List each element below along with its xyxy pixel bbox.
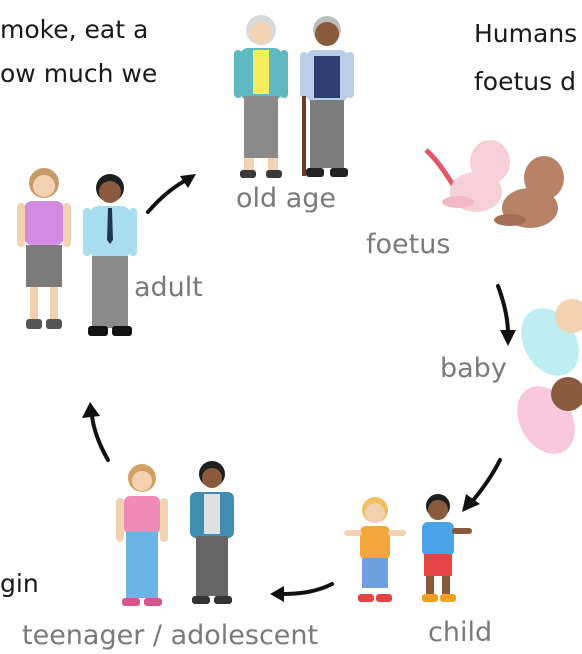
text-bottom-left: gin	[0, 568, 39, 600]
text-top-left-line1: moke, eat a	[0, 14, 148, 46]
label-adult: adult	[134, 272, 203, 303]
child-girl-figure	[340, 494, 410, 608]
text-top-left-line2: ow much we	[0, 58, 157, 90]
arrow-teenager-to-adult	[82, 398, 122, 466]
old-woman-figure	[230, 8, 292, 180]
teen-girl-figure	[112, 460, 172, 610]
foetus-figure-brown	[486, 148, 576, 238]
arrow-child-to-teenager	[266, 576, 336, 606]
label-old-age: old age	[236, 183, 336, 214]
arrow-adult-to-old-age	[140, 168, 200, 218]
teen-boy-figure	[182, 458, 242, 610]
adult-man-figure	[80, 170, 140, 340]
arrow-foetus-to-baby	[490, 280, 530, 350]
old-man-figure	[296, 8, 358, 180]
label-baby: baby	[440, 353, 507, 384]
arrow-baby-to-child	[456, 456, 506, 516]
adult-woman-figure	[14, 163, 74, 335]
label-foetus: foetus	[366, 229, 450, 260]
text-top-right-line2: foetus d	[474, 66, 576, 98]
baby-figure-pink	[512, 374, 582, 458]
text-top-right-line1: Humans	[474, 18, 577, 50]
label-child: child	[428, 617, 492, 648]
label-teenager: teenager / adolescent	[22, 620, 318, 651]
